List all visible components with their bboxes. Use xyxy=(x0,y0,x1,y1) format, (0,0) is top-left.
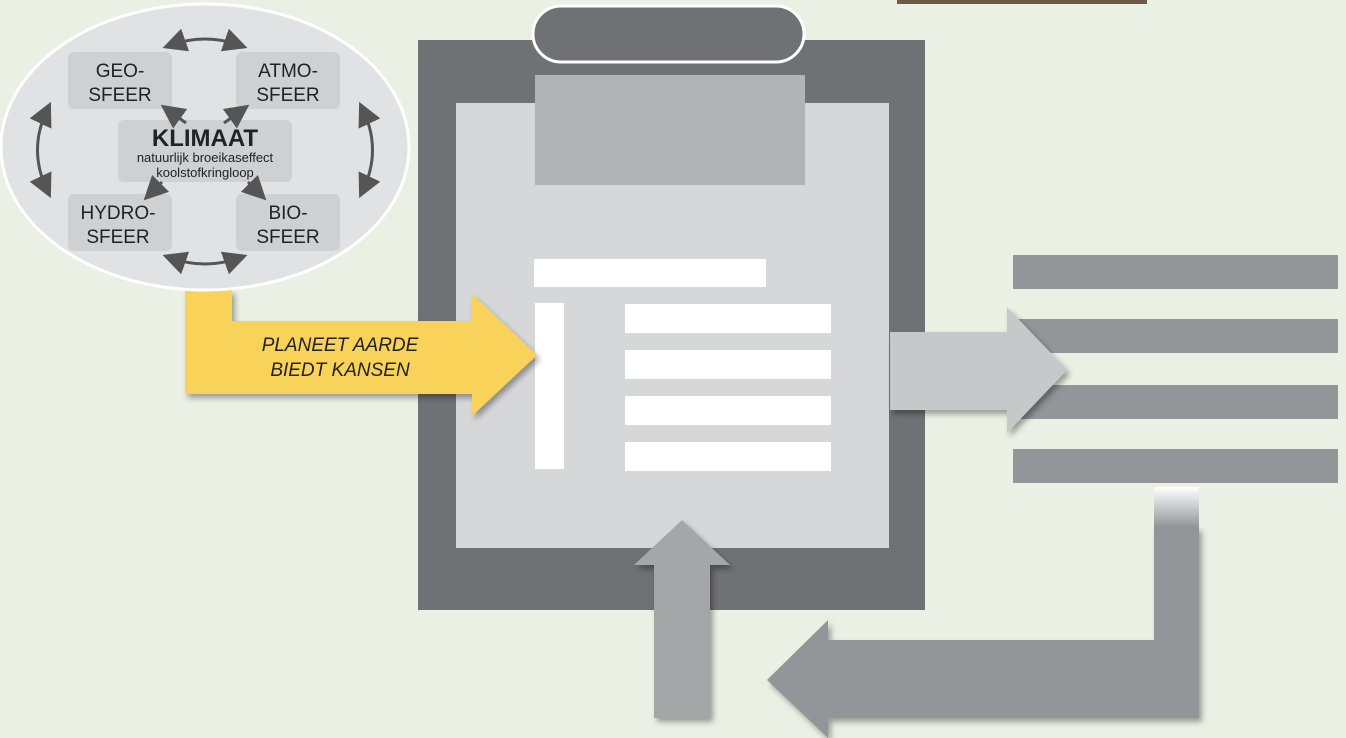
clipboard xyxy=(418,6,925,610)
klimaat-subtitle-line2: koolstofkringloop xyxy=(156,165,254,180)
output-bar-3 xyxy=(1013,385,1338,419)
klimaat-subtitle-line1: natuurlijk broeikaseffect xyxy=(137,150,274,165)
output-bar-1 xyxy=(1013,255,1338,289)
clipboard-clip xyxy=(533,6,804,62)
paper-line-4 xyxy=(625,442,831,471)
paper-line-1 xyxy=(625,304,831,333)
paper-line-2 xyxy=(625,350,831,379)
output-bar-2 xyxy=(1013,319,1338,353)
input-arrow-label-line2: BIEDT KANSEN xyxy=(270,360,410,381)
output-bar-4 xyxy=(1013,449,1338,483)
bio-label-line2: SFEER xyxy=(256,227,319,248)
feedback-down-fade xyxy=(1154,487,1199,527)
atmo-label-line2: SFEER xyxy=(256,85,319,106)
geo-label-line1: GEO- xyxy=(96,61,145,82)
klimaat-title: KLIMAAT xyxy=(152,125,259,152)
clipboard-clip-plate xyxy=(535,75,805,185)
hydro-label-line1: HYDRO- xyxy=(81,203,156,224)
photo-fragment xyxy=(897,0,1147,4)
paper-side-bar xyxy=(535,303,564,469)
geo-label-line2: SFEER xyxy=(88,85,151,106)
bio-label-line1: BIO- xyxy=(268,203,307,224)
climate-system: GEO- SFEER ATMO- SFEER HYDRO- SFEER BIO-… xyxy=(1,4,409,290)
paper-heading-line xyxy=(534,259,766,287)
atmo-label-line1: ATMO- xyxy=(258,61,318,82)
hydro-label-line2: SFEER xyxy=(86,227,149,248)
input-arrow-label-line1: PLANEET AARDE xyxy=(262,335,419,356)
paper-line-3 xyxy=(625,396,831,425)
